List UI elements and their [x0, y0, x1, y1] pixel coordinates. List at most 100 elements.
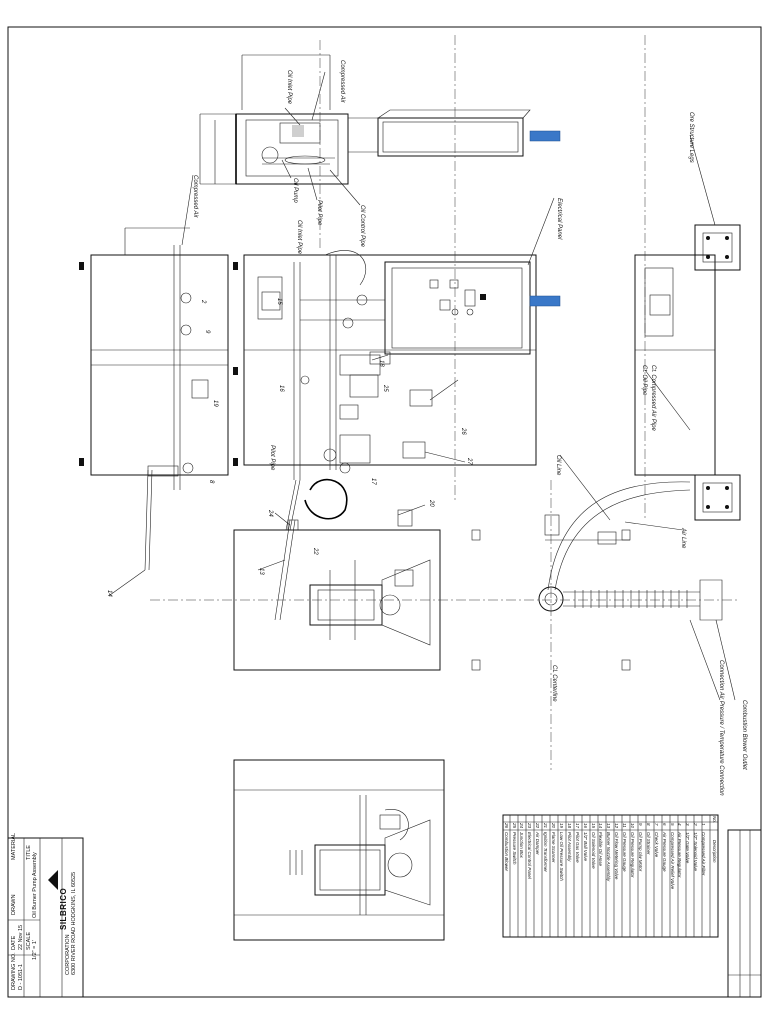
tb-title: Oil Burner Pump Assembly: [32, 852, 38, 918]
callout-8: 8: [208, 480, 214, 484]
callout-24: 24: [267, 510, 273, 517]
leader-lines: [109, 71, 736, 701]
bom-row-no: 21: [543, 823, 549, 829]
label-oil-pipe: Ct. Oil Pipe: [641, 365, 647, 396]
bom-row-description: 1/2" Gate Valve: [685, 832, 691, 864]
bom-row-description: Pilot Assembly: [566, 832, 572, 862]
bom-row-description: Air Damper: [535, 832, 541, 855]
title-block-frame: [7, 837, 84, 998]
bom-row-no: 12: [614, 823, 620, 829]
bom-row-description: Air Pressure Gauge: [661, 832, 667, 872]
bom-row-description: Oil Pressure Gauge: [622, 832, 628, 872]
bom-row-description: Low Oil Pressure Switch: [558, 832, 564, 881]
bom-row-no: 19: [558, 823, 564, 829]
burner-hoses: [274, 478, 413, 621]
bom-row-description: Combustion Blower: [503, 832, 509, 872]
bom-row-no: 13: [606, 823, 612, 829]
bom-row-description: Burner Nozzle Assembly: [606, 832, 612, 882]
bom-row-no: 17: [574, 823, 580, 829]
callout-20: 20: [428, 500, 434, 507]
bom-row-description: Flexible Oil Hose: [598, 832, 604, 867]
bom-row-no: 6: [661, 823, 667, 826]
label-pilot-pipe: Pilot Pipe: [316, 200, 322, 226]
blue-connector-top: [529, 130, 561, 142]
label-connection-air-pressure: Connection Air Pressure / Temperature Co…: [718, 660, 724, 796]
bom-table-frame: [502, 814, 719, 938]
tb-address: 6300 RIVER ROAD HODGKINS, IL 60525: [71, 871, 77, 975]
tb-material-label: MATERIAL: [11, 832, 17, 860]
bom-row-no: 5: [669, 823, 675, 826]
bom-row-no: 1: [701, 823, 707, 826]
label-air-line: Air Line: [680, 528, 686, 549]
bom-header-description: Description: [712, 840, 717, 863]
label-oil-pump: Oil Pump: [292, 178, 298, 203]
tb-scale: 1/2" = 1': [32, 940, 38, 960]
bom-row-no: 8: [645, 823, 651, 826]
bom-row-no: 4: [677, 823, 683, 826]
burner-side-view: [233, 759, 445, 941]
label-oil-inlet-pipe-2: Oil Inlet Pipe: [296, 220, 302, 255]
callout-22: 22: [312, 548, 318, 555]
bom-row-description: Flame Scanner: [551, 832, 556, 863]
label-compressed-air-top: Compressed Air: [339, 60, 345, 103]
bom-row-description: Electrical Control Panel: [527, 832, 533, 879]
tb-date: 22 Nov 15: [18, 924, 24, 950]
label-oil-inlet-pipe: Oil Inlet Pipe: [286, 70, 292, 105]
bom-row-description: Oil Pump c/w Motor: [637, 832, 643, 872]
tb-company: SILBRICO: [59, 887, 68, 930]
label-compressed-air-pipe: Ct. Compressed Air Pipe: [650, 365, 656, 431]
bom-row-description: Check Valve: [653, 832, 659, 858]
callout-26: 26: [460, 428, 466, 435]
callout-9: 9: [204, 330, 210, 334]
label-compressed-air-left: Compressed Air: [192, 175, 198, 218]
label-combustion-blower-outlet: Combustion Blower Outlet: [741, 700, 747, 770]
tb-drawn-label: DRAWN: [11, 894, 17, 915]
label-ore-structure-legs: Ore Structure Legs: [688, 112, 694, 163]
bom-row-no: 26: [503, 823, 509, 829]
bom-row-no: 16: [582, 823, 588, 829]
bom-row-description: Oil Strainer: [645, 832, 651, 855]
tb-drawing-no: D - 1051-1: [18, 964, 24, 990]
bom-row-no: 23: [527, 823, 533, 829]
tb-drawing-no-label: DRAWING NO.: [11, 952, 17, 990]
label-oil-control-pipe: Oil Control Pipe: [359, 205, 365, 248]
bom-row-description: Pressure Switch: [511, 832, 517, 865]
bom-row-no: 24: [519, 823, 525, 829]
bom-row-description: Pilot Gas Valve: [574, 832, 580, 863]
callout-27: 27: [466, 458, 472, 465]
bom-header-no: No.: [712, 816, 717, 824]
label-electrical-panel: Electrical Panel: [556, 198, 562, 240]
bom-row-no: 9: [637, 823, 643, 826]
label-pilot-pipe-2: Pilot Pipe: [269, 445, 275, 471]
callout-2: 2: [200, 300, 206, 304]
callout-19: 19: [212, 400, 218, 407]
callout-16: 16: [278, 385, 284, 392]
bom-row-description: Oil Flow Metering Valve: [614, 832, 620, 880]
bom-row-no: 20: [551, 823, 556, 829]
oil-pump-skid-top-view: [199, 54, 349, 185]
callout-25: 25: [382, 385, 388, 392]
left-frame-view: [79, 227, 238, 571]
right-frame-view: [634, 224, 741, 521]
bom-row-description: 1/2" Ball Valve: [582, 832, 588, 861]
bom-row-no: 7: [653, 823, 659, 826]
bom-row-no: 18: [566, 823, 572, 829]
blower-duct-view: [471, 481, 723, 671]
center-lines: [150, 35, 740, 770]
revision-block: [727, 829, 762, 998]
bom-row-no: 14: [598, 823, 604, 829]
bom-row-description: Ignition Transformer: [543, 832, 549, 872]
storage-tank-top: [348, 109, 561, 157]
main-frame-view: [243, 250, 561, 480]
callout-14: 14: [106, 590, 112, 597]
tb-date-label: DATE: [11, 935, 17, 950]
bom-row-description: 1/2" Solenoid Valve: [693, 832, 699, 871]
sheet-border: [7, 26, 762, 998]
bom-row-no: 22: [535, 823, 541, 829]
label-centerline: CL Centerline: [551, 665, 557, 702]
callout-15: 15: [276, 298, 282, 305]
bom-row-no: 25: [511, 823, 517, 829]
bom-row-no: 15: [590, 823, 596, 829]
bom-row-no: 2: [693, 823, 699, 826]
bom-row-no: 10: [630, 823, 635, 829]
